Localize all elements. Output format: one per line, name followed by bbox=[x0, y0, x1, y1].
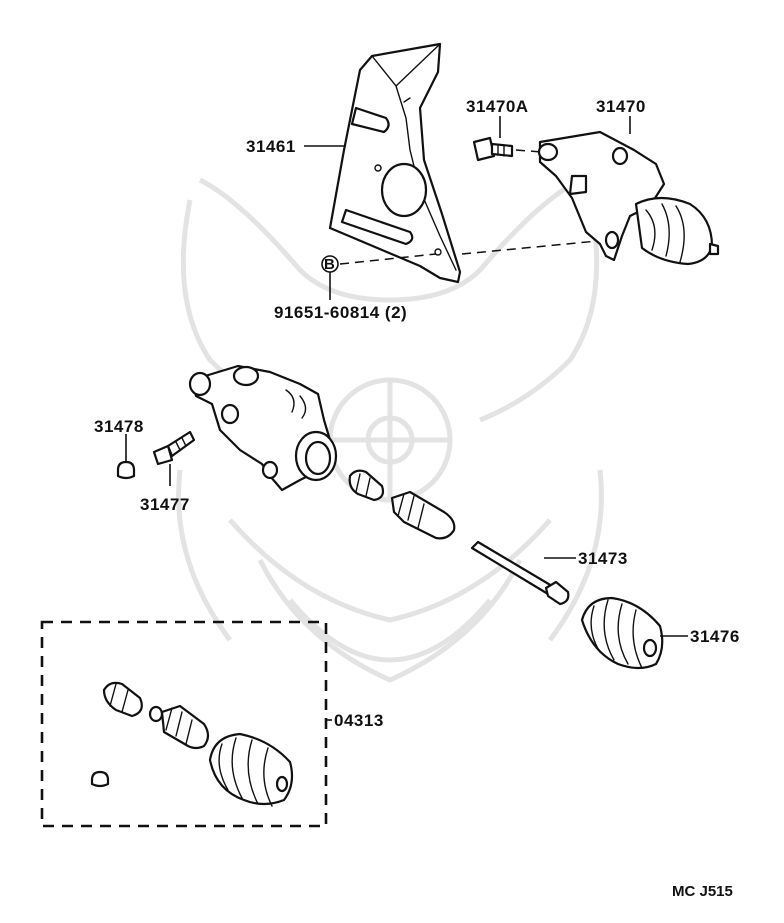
label-04313: 04313 bbox=[334, 711, 384, 730]
bleeder-screw-31470a[interactable] bbox=[472, 136, 514, 162]
label-31478: 31478 bbox=[94, 417, 144, 436]
svg-text:B: B bbox=[324, 256, 335, 273]
piston[interactable] bbox=[390, 490, 456, 540]
push-rod-31473[interactable] bbox=[470, 540, 570, 606]
diagram-code: MC J515 bbox=[672, 883, 733, 900]
callout-b: B bbox=[321, 255, 339, 273]
label-31477: 31477 bbox=[140, 495, 190, 514]
boot-31476[interactable] bbox=[580, 596, 664, 670]
label-31473: 31473 bbox=[578, 549, 628, 568]
label-31461: 31461 bbox=[246, 137, 296, 156]
bleeder-plug-31477[interactable] bbox=[152, 430, 196, 466]
bracket-31461[interactable] bbox=[328, 42, 462, 284]
label-31476: 31476 bbox=[690, 627, 740, 646]
release-cylinder-assembly-31470[interactable] bbox=[537, 130, 720, 266]
repair-kit-04313[interactable] bbox=[40, 620, 328, 828]
bleeder-cap-31478[interactable] bbox=[116, 460, 136, 480]
label-91651-60814: 91651-60814 (2) bbox=[274, 303, 407, 322]
cup-seal[interactable] bbox=[348, 469, 385, 502]
label-31470: 31470 bbox=[596, 97, 646, 116]
cylinder-body[interactable] bbox=[188, 364, 338, 492]
label-31470a: 31470A bbox=[466, 97, 529, 116]
